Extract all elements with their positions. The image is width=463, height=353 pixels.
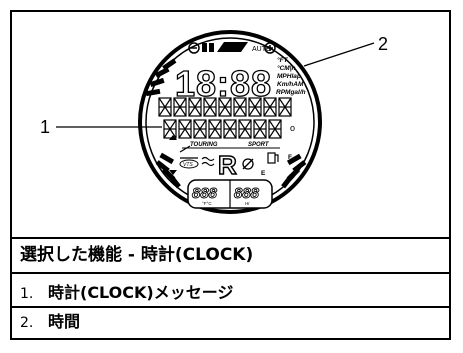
fuel-empty-label: E [261, 170, 266, 177]
left-bargraph [145, 58, 181, 189]
gauge-figure: AUTO 18:88 [12, 12, 449, 235]
legend-list: 1. 時計(CLOCK)メッセージ 2. 時間 [12, 274, 449, 338]
auto-label: AUTO [252, 46, 272, 53]
gauge-illustration: AUTO 18:88 [40, 30, 388, 214]
fuel-pump-icon [267, 152, 279, 164]
touring-label: TOURING [190, 142, 218, 148]
legend-item: 1. 時計(CLOCK)メッセージ [20, 279, 233, 307]
temp-unit-label: °F°C [202, 201, 212, 206]
legend-item-number: 1. [20, 286, 34, 302]
legend-item-text: 時計(CLOCK)メッセージ [48, 283, 234, 302]
legend-item-text: 時間 [48, 312, 81, 331]
minus-icon [188, 42, 200, 54]
temperature-digits: 888 [192, 185, 218, 202]
legend-divider [12, 306, 449, 308]
legend-item: 2. 時間 [20, 308, 80, 336]
plus-icon [264, 42, 276, 54]
callout-2-number: 2 [378, 34, 388, 54]
message-row-2 [163, 119, 282, 139]
unit-cm: °CM|n [277, 64, 296, 72]
fuel-full-label: F [288, 154, 292, 161]
steering-warning-icon [242, 158, 254, 170]
right-bargraph [281, 153, 307, 189]
vts-trim-icon: VTS [179, 145, 199, 169]
water-wave-icon [201, 156, 215, 167]
trim-down-arrow-icon [169, 170, 177, 175]
trim-up-arrow-icon [169, 135, 177, 140]
unit-rpm: RPMgal/h [276, 89, 306, 96]
hours-digits: 888 [234, 185, 260, 202]
diagram-frame: AUTO 18:88 [10, 10, 451, 340]
gear-indicator: R [218, 150, 237, 180]
hour-unit-label: Hr [245, 201, 250, 206]
callout-2-leader [303, 42, 375, 67]
svg-text:VTS: VTS [183, 162, 193, 168]
unit-labels: °FT °CM|n MPHlap Km/hAM RPMgal/h [276, 56, 306, 96]
figure-caption: 選択した機能 - 時計(CLOCK) [12, 237, 449, 274]
degree-symbol: o [290, 123, 295, 133]
brand-logo-icon [217, 42, 248, 52]
unit-ft: °FT [277, 56, 289, 64]
unit-mph: MPHlap [277, 73, 301, 80]
legend-item-number: 2. [20, 315, 34, 331]
callout-1-number: 1 [40, 117, 50, 137]
gauge-bezel [138, 30, 322, 214]
sport-label: SPORT [248, 142, 270, 148]
message-row-1 [158, 97, 292, 117]
unit-kmh: Km/hAM [277, 81, 304, 88]
